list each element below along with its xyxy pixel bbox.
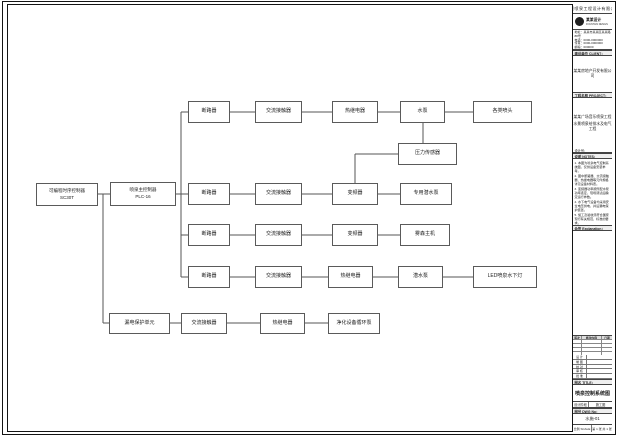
flow-box-vfd-2: 变频器 [332,224,378,246]
dwg-no-value: 水施-01 [585,416,600,421]
revision-header-row: 版次修改内容日期 [573,336,612,340]
design-no-row: 设计号： [573,148,612,153]
note-line: 1. 本图为喷泉电气控制系统图，仅供设备安装参考。 [574,161,609,174]
flow-box-breaker-4: 断路器 [188,266,230,288]
drawing-title: 喷泉控制系统图 [574,390,610,397]
company-name: 水景喷泉工程设计有限公司 [573,4,612,14]
note-line: 4. 水下电气设备均采用安全电压供电，并设漏电保护装置。 [574,200,609,213]
title-block: 水景喷泉工程设计有限公司 某某设计 FOUNTAIN DESIGN 地址：某某市… [572,4,612,432]
sheet-meta-row: 比例 SCALE 第 1 张 共 1 张 [573,424,612,432]
staff-signature-table: 设 计制 图校 对审 核批 准 [573,355,612,379]
flow-box-breaker-1: 断路器 [188,101,230,123]
staff-row: 批 准 [573,374,612,379]
signature-cell [587,355,612,359]
flow-box-thermal-relay-2: 热继电器 [328,266,373,288]
revision-row [573,352,612,355]
stage-row: 设计阶段 施工图 [573,401,612,408]
revision-row [573,348,612,352]
flow-box-ac-contactor-3: 交流接触器 [255,224,302,246]
project-line: 某某广场音乐喷泉工程 [573,114,612,119]
flow-box-leakage-protection-unit: 漏电保护单元 [109,313,170,334]
flow-box-nozzles: 各类喷头 [473,101,532,123]
flow-box-special-submersible-pump: 专用潜水泵 [400,183,452,205]
staff-row: 审 核 [573,369,612,375]
staff-row: 设 计 [573,355,612,360]
revision-row [573,340,612,344]
flow-box-breaker-3: 断路器 [188,224,230,246]
staff-row: 制 图 [573,360,612,365]
company-logo-row: 某某设计 FOUNTAIN DESIGN [573,14,612,30]
flow-box-vfd-1: 变频器 [332,183,378,205]
flow-box-submersible-pump: 潜水泵 [398,266,443,288]
flow-box-pressure-sensor: 压力传感器 [398,143,457,165]
scale-label: 比例 SCALE [573,425,592,432]
flow-box-thermal-relay-1: 热继电器 [332,101,378,123]
stage-label: 设计阶段 [573,402,589,407]
note-line: 3. 变频器功率按所配水泵功率选定，现场调试后确定运行参数。 [574,187,609,200]
project-section-bar: 工程名称 PROJECT： [573,92,612,98]
logo-text-en: FOUNTAIN DESIGN [586,22,608,26]
notes-list: 1. 本图为喷泉电气控制系统图，仅供设备安装参考。2. 图中断路器、交流接触器、… [573,159,612,225]
project-name: 某某广场音乐喷泉工程水景喷泉给排水及电气工程 [573,98,612,148]
stage-value: 施工图 [595,403,606,407]
project-line: 水景喷泉给排水及电气工程 [573,121,612,131]
notes-section-bar: 说明 NOTES： [573,153,612,159]
client-section-bar: 建设单位 CLIENT： [573,50,612,56]
note-line: 5. 施工及验收须符合国家现行有关规范、标准的要求。 [574,213,609,225]
flow-box-breaker-2: 断路器 [188,183,230,205]
signature-cell [587,365,612,369]
signoff-blank-area [573,231,612,335]
flow-box-fog-machine: 雾森主机 [400,224,450,246]
staff-row: 校 对 [573,365,612,370]
revision-table: 版次修改内容日期 [573,335,612,355]
flow-box-purification-circulation-pump: 净化设备循环泵 [328,313,380,334]
dwg-no-section-bar: 图号 DWG No： [573,408,612,414]
flow-box-ac-contactor-4: 交流接触器 [255,266,302,288]
signature-cell [587,360,612,364]
explanation-section-bar: 会签 Explanation： [573,225,612,231]
page-count: 第 1 张 共 1 张 [592,426,612,431]
signature-cell [587,369,612,373]
signature-cell [587,374,612,378]
contact-line: 传真：0000-0000000 [574,41,603,46]
title-section-bar: 图名 TITLE： [573,379,612,385]
flow-box-water-pump: 水泵 [400,101,445,123]
flow-box-ac-contactor-2: 交流接触器 [255,183,302,205]
contact-line: 邮编：000000 [574,45,594,49]
flow-box-ac-contactor-5: 交流接触器 [181,313,227,334]
logo-text-cn: 某某设计 [586,17,602,22]
client-name: 某某房地产开发有限公司 [573,69,612,78]
revision-row [573,344,612,348]
contact-line: 电话：0000-0000000 [574,37,603,42]
contact-line: 地址：某某市某某区某某路88号 [574,30,611,38]
flow-box-led-underwater-light: LED喷泉水下灯 [473,266,537,288]
note-line: 2. 图中断路器、交流接触器、热继电器等元件规格详见设备材料表。 [574,174,609,187]
flow-box-ac-contactor-1: 交流接触器 [255,101,302,123]
company-logo-icon [575,17,584,26]
flow-box-thermal-relay-3: 热继电器 [260,313,305,334]
